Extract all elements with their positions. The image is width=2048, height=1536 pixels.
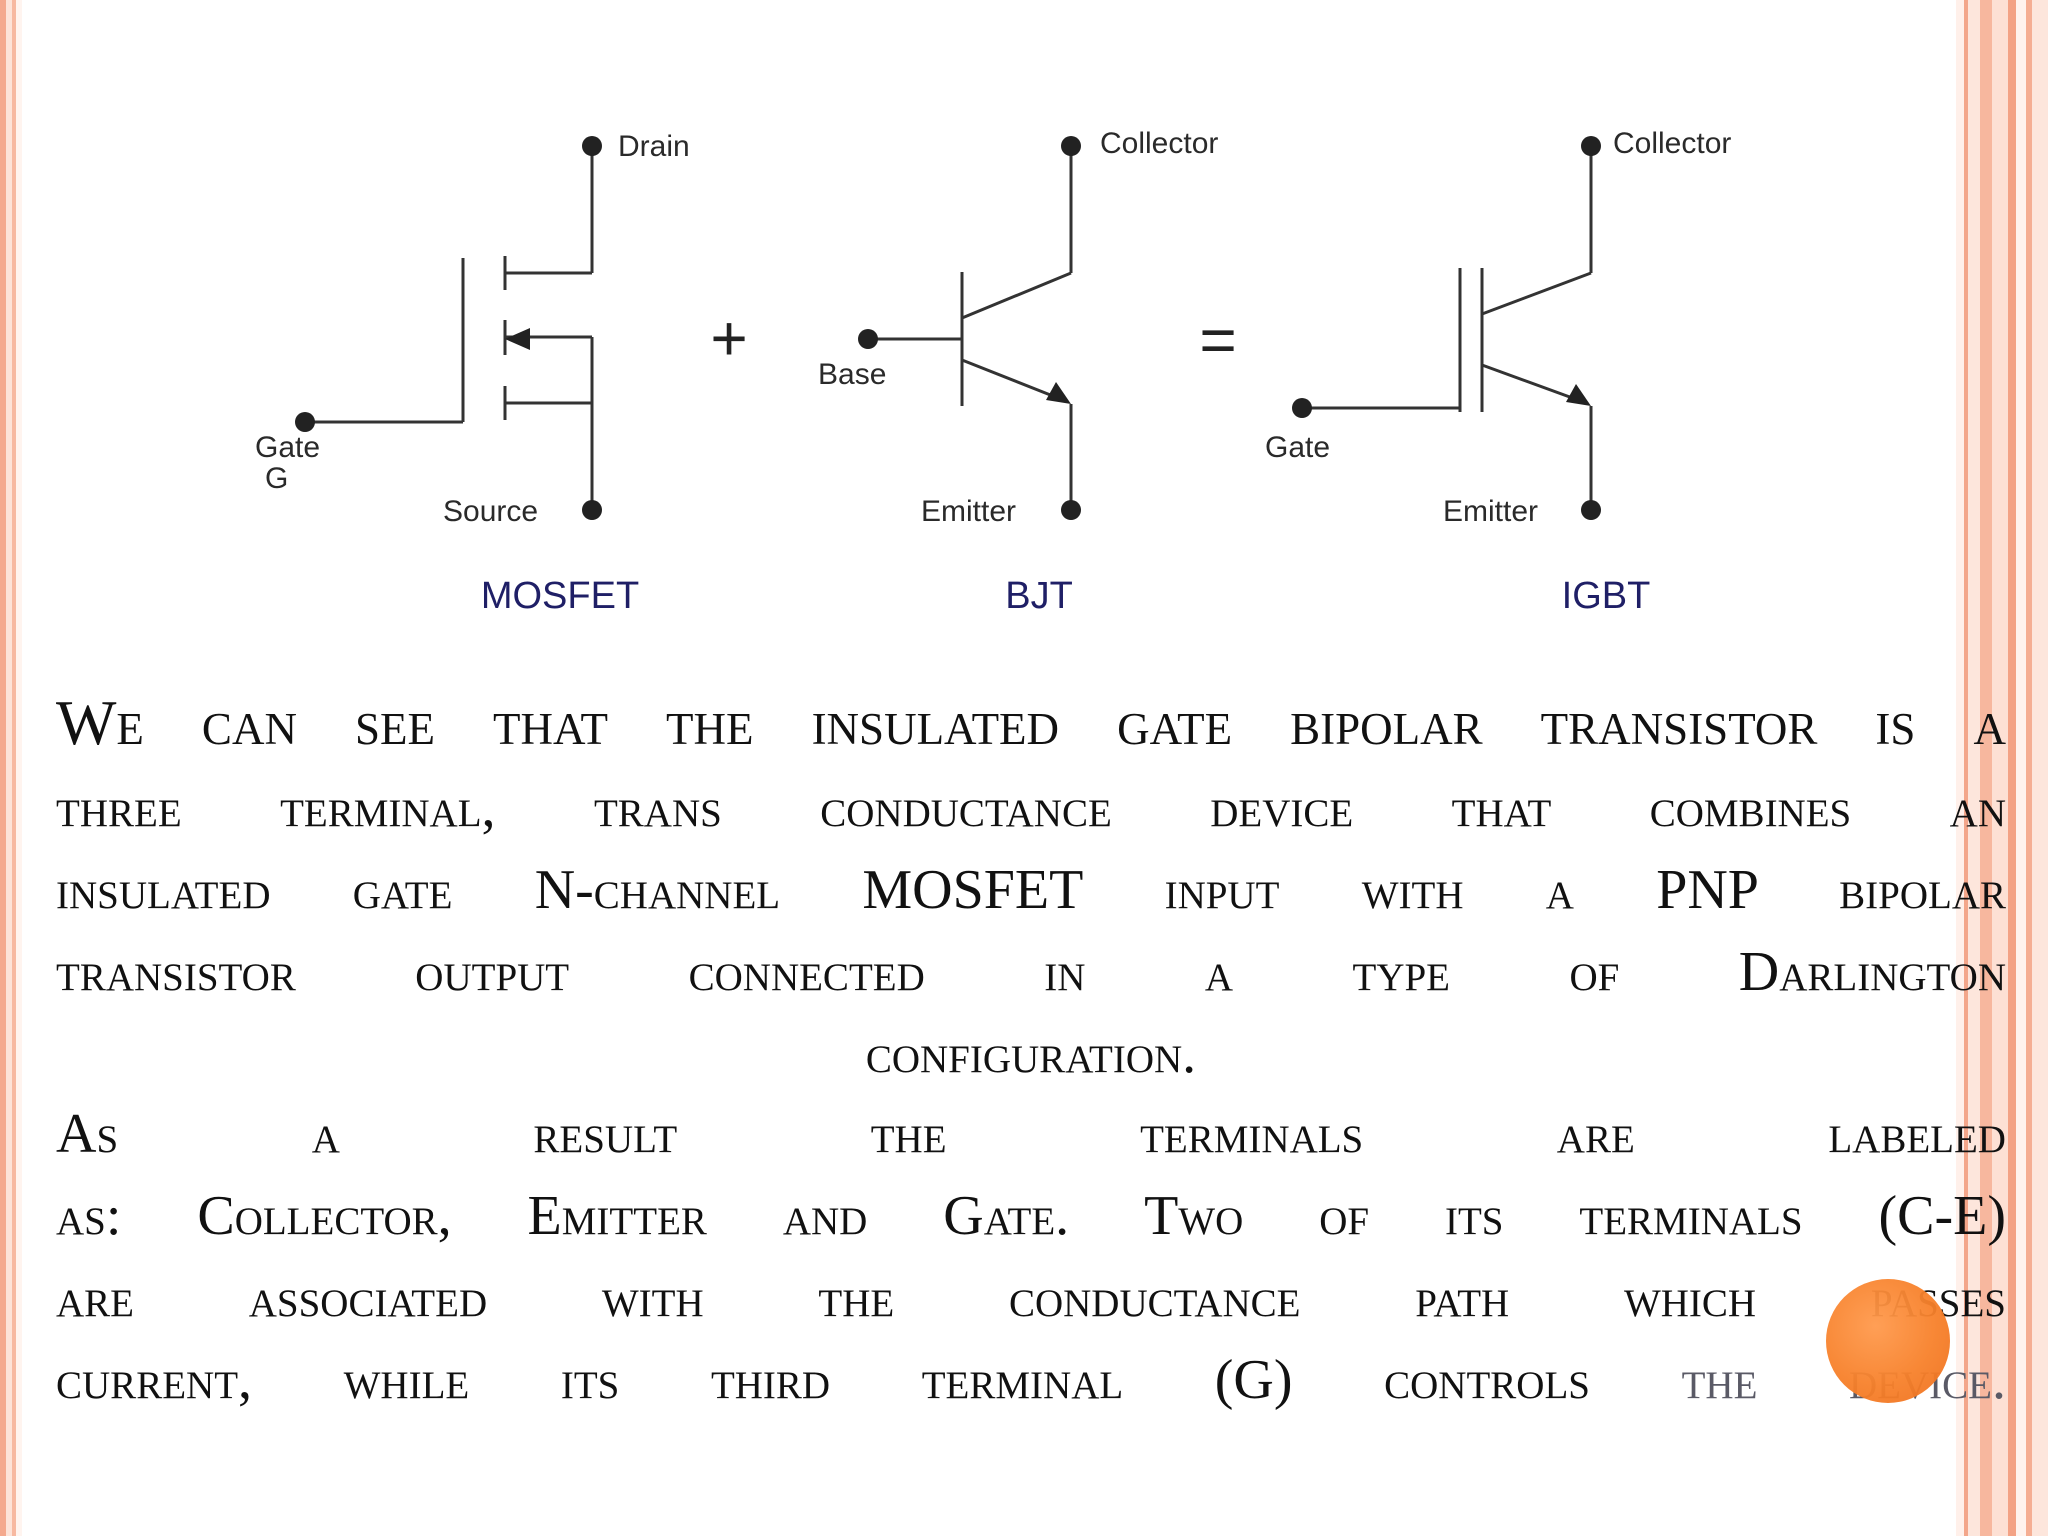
paragraph-terminals: As a result the terminals are labeled as: Coll… bbox=[56, 1093, 2006, 1421]
paragraph-line: insulated gate N-channel MOSFET input wi… bbox=[56, 859, 2006, 921]
transistor-equation-diagram: Drain Source Gate G Collector Base Emitt… bbox=[255, 127, 1731, 617]
word: labeled bbox=[1828, 1103, 2006, 1165]
left-frame-border bbox=[0, 0, 22, 1536]
bjt-collector-terminal bbox=[1061, 136, 1081, 156]
mosfet-drain-label: Drain bbox=[618, 130, 690, 163]
paragraph-line: transistor output connected in a type of… bbox=[56, 941, 2006, 1003]
word: are bbox=[1556, 1103, 1635, 1165]
igbt-collector-terminal bbox=[1581, 136, 1601, 156]
bjt-title: BJT bbox=[1005, 575, 1073, 617]
igbt-gate-label: Gate bbox=[1265, 431, 1330, 464]
paragraph-line: We can see that the insulated gate bipol… bbox=[56, 687, 2006, 758]
bjt-emitter-label: Emitter bbox=[921, 495, 1016, 528]
bjt-emitter-arrow-icon bbox=[1046, 382, 1071, 404]
mosfet-title: MOSFET bbox=[481, 575, 639, 617]
igbt-title: IGBT bbox=[1562, 575, 1651, 617]
word: result bbox=[533, 1103, 678, 1165]
paragraph-line: As a result the terminals are labeled bbox=[56, 1093, 2006, 1175]
igbt-emitter-label: Emitter bbox=[1443, 495, 1538, 528]
mosfet-source-terminal bbox=[582, 500, 602, 520]
paragraph-line: current, while its third terminal (G) co… bbox=[56, 1349, 2006, 1411]
igbt-collector-label: Collector bbox=[1613, 127, 1731, 160]
igbt-symbol bbox=[1302, 146, 1593, 510]
word: the bbox=[870, 1103, 947, 1165]
decorative-orange-circle bbox=[1826, 1279, 1950, 1403]
mosfet-arrow-icon bbox=[505, 328, 530, 350]
bjt-symbol bbox=[868, 146, 1073, 510]
paragraph-description: We can see that the insulated gate bipol… bbox=[56, 682, 2006, 1095]
mosfet-gate-label: Gate bbox=[255, 431, 320, 464]
paragraph-line: are associated with the conductance path… bbox=[56, 1267, 2006, 1329]
mosfet-source-label: Source bbox=[443, 495, 538, 528]
igbt-emitter-terminal bbox=[1581, 500, 1601, 520]
word: terminals bbox=[1140, 1103, 1364, 1165]
igbt-emitter-arrow-icon bbox=[1566, 384, 1591, 406]
right-frame-border bbox=[1956, 0, 2048, 1536]
word: a bbox=[311, 1103, 340, 1165]
mosfet-symbol bbox=[305, 146, 594, 510]
paragraph-line: configuration. bbox=[865, 1023, 1197, 1085]
paragraph-line: as: Collector, Emitter and Gate. Two of … bbox=[56, 1185, 2006, 1247]
equals-operator: = bbox=[1199, 304, 1236, 376]
bjt-base-label: Base bbox=[818, 358, 886, 391]
bjt-base-terminal bbox=[858, 329, 878, 349]
mosfet-gate-terminal bbox=[295, 412, 315, 432]
word: As bbox=[56, 1103, 119, 1165]
paragraph-line: three terminal, trans conductance device… bbox=[56, 777, 2006, 839]
mosfet-gate-symbol: G bbox=[265, 462, 288, 495]
bjt-collector-label: Collector bbox=[1100, 127, 1218, 160]
igbt-gate-terminal bbox=[1292, 398, 1312, 418]
plus-operator: + bbox=[710, 302, 747, 374]
bjt-emitter-terminal bbox=[1061, 500, 1081, 520]
mosfet-drain-terminal bbox=[582, 136, 602, 156]
